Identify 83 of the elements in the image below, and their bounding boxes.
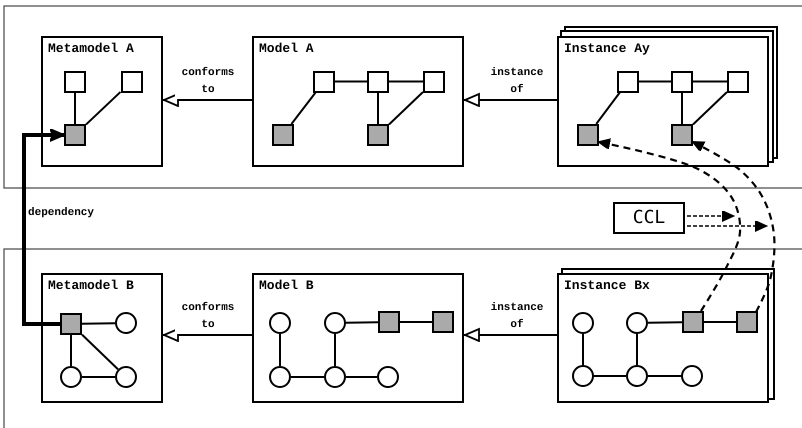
circle-shape	[681, 365, 703, 387]
circle-shape	[626, 312, 648, 334]
connector-line	[704, 321, 736, 323]
model-box	[252, 36, 464, 167]
square-shape	[617, 70, 639, 92]
connector-line	[636, 334, 638, 365]
connector-line	[388, 91, 424, 126]
connector-line	[681, 92, 683, 124]
filled-square-shape	[64, 124, 86, 146]
connector-line	[346, 376, 377, 378]
label-box	[613, 202, 685, 234]
filled-square-shape	[367, 124, 389, 146]
square-shape	[671, 70, 693, 92]
connector-line	[82, 322, 116, 325]
circle-shape	[269, 366, 291, 388]
connector-line	[334, 334, 336, 366]
filled-square-shape	[272, 124, 294, 146]
box-title: Metamodel A	[48, 41, 134, 56]
filled-square-shape	[671, 124, 693, 146]
square-shape	[313, 70, 335, 92]
connector-line	[594, 375, 626, 377]
connector-line	[291, 376, 324, 378]
box-title: Model B	[259, 278, 314, 293]
connector-line	[582, 334, 584, 365]
connector-line	[648, 321, 682, 324]
arrow	[163, 328, 252, 342]
square-shape	[120, 70, 142, 92]
square-shape	[367, 70, 389, 92]
filled-square-shape	[682, 311, 704, 333]
connector-line	[693, 80, 727, 82]
square-shape	[727, 70, 749, 92]
connector-line	[389, 80, 423, 82]
model-box	[557, 36, 769, 167]
filled-square-shape	[378, 311, 400, 333]
box-title: Instance Bx	[564, 278, 650, 293]
circle-shape	[60, 366, 82, 388]
arrow	[163, 93, 252, 107]
connector-line	[346, 321, 378, 324]
edge-label: dependency	[28, 206, 94, 221]
connector-line	[70, 335, 72, 366]
connector-line	[279, 334, 281, 366]
arrow	[464, 328, 557, 342]
circle-shape	[269, 312, 291, 334]
connector-line	[335, 80, 367, 82]
circle-shape	[572, 312, 594, 334]
filled-square-shape	[60, 313, 82, 335]
model-box	[41, 273, 163, 403]
filled-square-shape	[432, 311, 454, 333]
box-title: Instance Ay	[564, 41, 650, 56]
circle-shape	[377, 366, 399, 388]
model-box	[41, 36, 163, 167]
circle-shape	[626, 365, 648, 387]
dashed-arrow	[687, 220, 767, 232]
dashed-arrow	[692, 141, 776, 313]
filled-square-shape	[736, 311, 758, 333]
connector-line	[74, 92, 76, 124]
model-box	[557, 273, 769, 403]
dashed-arrow	[687, 210, 734, 222]
circle-shape	[324, 366, 346, 388]
dashed-arrow	[598, 138, 742, 312]
box-label: CCL	[632, 207, 666, 228]
circle-shape	[572, 365, 594, 387]
square-shape	[423, 70, 445, 92]
filled-square-shape	[577, 124, 599, 146]
box-title: Metamodel B	[48, 278, 134, 293]
square-shape	[64, 70, 86, 92]
connector-line	[595, 92, 621, 125]
connector-line	[82, 376, 115, 378]
connector-line	[290, 92, 316, 125]
connector-line	[85, 91, 122, 126]
box-title: Model A	[259, 41, 314, 56]
arrow	[464, 93, 557, 107]
connector-line	[400, 321, 432, 323]
connector-line	[81, 334, 119, 370]
circle-shape	[115, 312, 137, 334]
connector-line	[692, 91, 728, 126]
circle-shape	[115, 366, 137, 388]
connector-line	[648, 375, 681, 377]
connector-line	[377, 92, 379, 124]
connector-line	[639, 80, 671, 82]
arrow	[22, 128, 65, 326]
model-box	[252, 273, 464, 403]
circle-shape	[324, 312, 346, 334]
